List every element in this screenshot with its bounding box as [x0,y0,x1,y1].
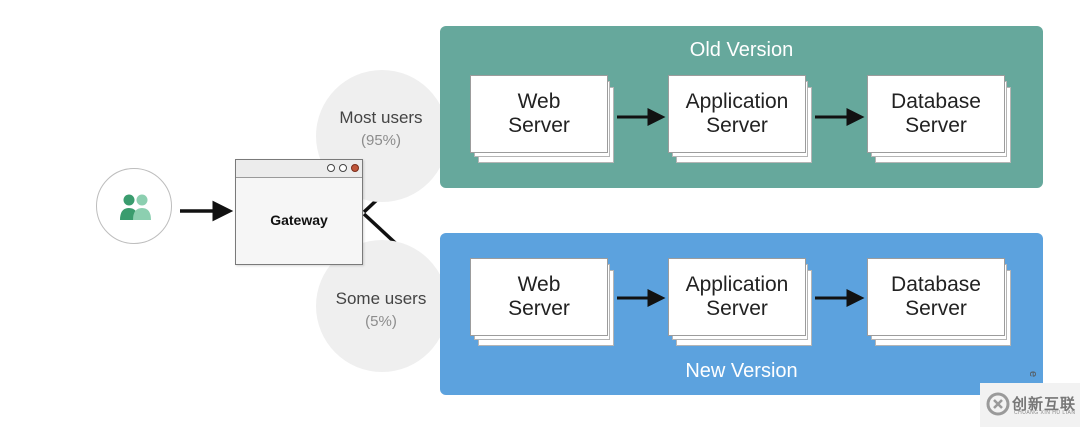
users-node [96,168,172,244]
server-label-line1: Web [517,90,561,113]
server-card: Web Server [470,75,608,153]
server-label-line1: Application [685,90,789,113]
new-web-server: Web Server [470,258,616,348]
edge-glyph: e [1027,370,1040,378]
watermark-text: 创新互联 [1012,396,1077,413]
gateway-window: Gateway [235,159,363,265]
old-database-server: Database Server [867,75,1013,165]
new-application-server: Application Server [668,258,814,348]
server-card: Database Server [867,75,1005,153]
new-version-environment: New Version Web Server Application Serve… [440,233,1043,395]
new-database-server: Database Server [867,258,1013,348]
server-card: Database Server [867,258,1005,336]
new-internal-arrows [617,289,865,307]
new-version-title: New Version [685,360,798,382]
server-label-line2: Server [508,297,570,320]
watermark-subtext: CHUANG XIN HU LIAN [1014,410,1076,416]
server-card: Application Server [668,75,806,153]
users-icon [120,194,151,220]
server-card: Application Server [668,258,806,336]
old-version-environment: Old Version Web Server Application Serve… [440,26,1043,188]
server-label-line1: Database [891,273,981,296]
server-label-line2: Server [905,297,967,320]
old-web-server: Web Server [470,75,616,165]
server-label-line2: Server [905,114,967,137]
traffic-label-some: Some users [335,289,427,308]
server-label-line2: Server [706,297,768,320]
server-label-line2: Server [508,114,570,137]
server-label-line1: Application [685,273,789,296]
traffic-percent-most: (95%) [360,132,401,149]
server-card: Web Server [470,258,608,336]
gateway-titlebar [236,160,362,178]
traffic-percent-some: (5%) [365,313,397,330]
server-label-line1: Database [891,90,981,113]
server-label-line2: Server [706,114,768,137]
server-label-line1: Web [517,273,561,296]
old-version-title: Old Version [689,39,794,61]
old-internal-arrows [617,108,865,126]
traffic-label-most: Most users [339,108,423,127]
cdcxhl-logo-icon [986,392,1010,416]
watermark: 创新互联 CHUANG XIN HU LIAN [980,383,1080,427]
window-dot-icon [339,164,347,172]
window-dot-icon [327,164,335,172]
gateway-label: Gateway [270,212,328,228]
window-close-dot-icon [351,164,359,172]
old-application-server: Application Server [668,75,814,165]
